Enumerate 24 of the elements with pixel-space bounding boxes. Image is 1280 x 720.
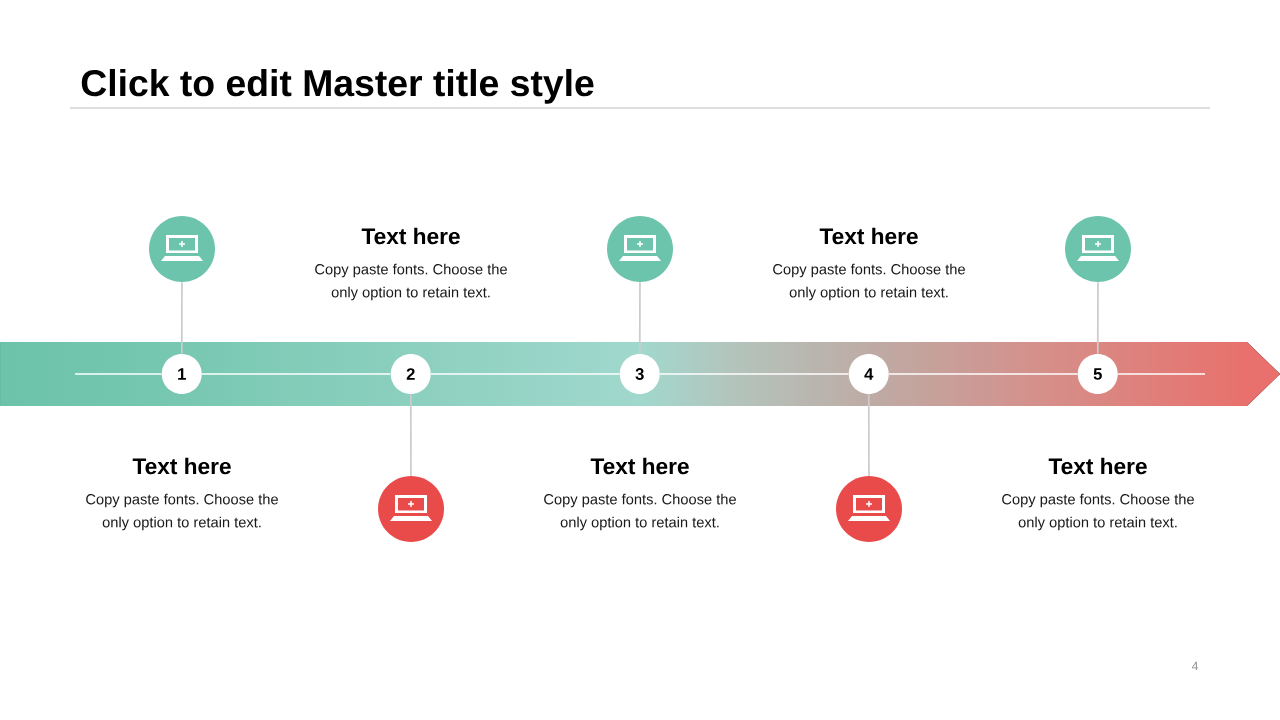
step-description: Copy paste fonts. Choose the only option to retain text. bbox=[773, 263, 965, 301]
connector-line bbox=[659, 373, 850, 375]
connector-line bbox=[867, 393, 870, 477]
connector-line bbox=[1096, 281, 1099, 355]
connector-line bbox=[638, 281, 641, 355]
step-heading: Text here bbox=[361, 227, 460, 245]
step-heading: Text here bbox=[132, 457, 231, 475]
connector-line bbox=[201, 373, 392, 375]
connector-line bbox=[180, 281, 183, 355]
step-heading: Text here bbox=[1048, 457, 1147, 475]
step-heading: Text here bbox=[590, 457, 689, 475]
step-description: Copy paste fonts. Choose the only option to retain text. bbox=[315, 263, 507, 301]
step-description: Copy paste fonts. Choose the only option to retain text. bbox=[86, 493, 278, 531]
slide-title: Click to edit Master title style bbox=[81, 68, 594, 104]
arrow-band bbox=[0, 342, 1280, 406]
step-heading: Text here bbox=[819, 227, 918, 245]
connector-line bbox=[409, 393, 412, 477]
connector-line bbox=[888, 373, 1079, 375]
connector-line bbox=[430, 373, 621, 375]
step-description: Copy paste fonts. Choose the only option to retain text. bbox=[544, 493, 736, 531]
page-number: 4 bbox=[1191, 661, 1198, 671]
step-description: Copy paste fonts. Choose the only option to retain text. bbox=[1002, 493, 1194, 531]
connector-line bbox=[1117, 373, 1206, 375]
connector-line bbox=[74, 373, 163, 375]
